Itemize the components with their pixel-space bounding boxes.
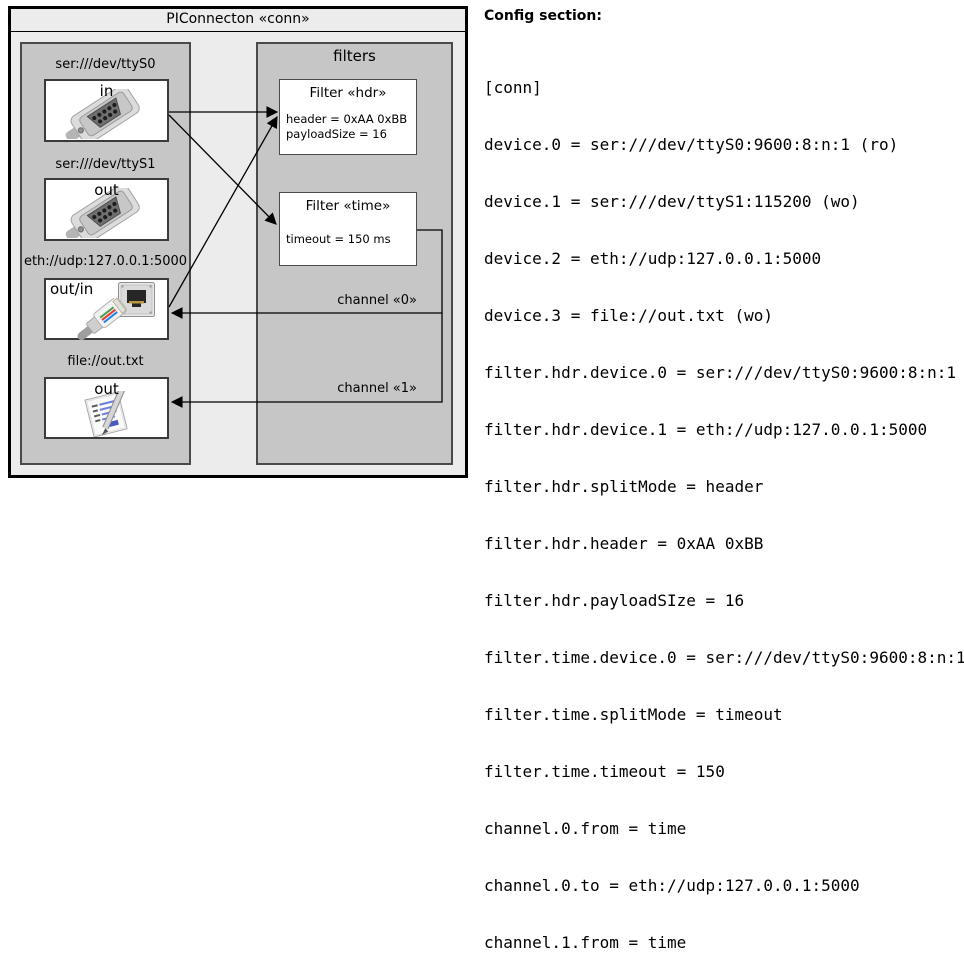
device-label-ttys1: ser:///dev/ttyS1 [55,157,156,172]
device-port-label: in [99,82,114,100]
device-box-eth: out/in [44,278,169,341]
config-text: [conn] device.0 = ser:///dev/ttyS0:9600:… [484,40,964,968]
config-line: device.0 = ser:///dev/ttyS0:9600:8:n:1 (… [484,135,899,154]
config-line: filter.hdr.payloadSIze = 16 [484,591,745,610]
notepad-pencil-icon [76,387,140,441]
config-line: filter.time.splitMode = timeout [484,705,783,724]
config-line: filter.hdr.splitMode = header [484,477,764,496]
filter-hdr-prop-header: header = 0xAA 0xBB [286,112,408,126]
device-label-file: file://out.txt [67,354,144,369]
channel-1-label: channel «1» [337,381,417,396]
serial-connector-icon [56,183,156,244]
filter-time-prop-timeout: timeout = 150 ms [286,232,391,246]
config-line: filter.time.device.0 = ser:///dev/ttyS0:… [484,648,964,667]
channel-0-label: channel «0» [337,293,417,308]
device-port-label: out/in [50,280,94,298]
filters-panel-title: filters [333,47,376,65]
config-line: [conn] [484,78,542,97]
ethernet-cable-icon [72,296,138,344]
serial-connector-icon [56,84,156,145]
devices-panel: ser:///dev/ttyS0 in [20,42,191,465]
config-line: device.2 = eth://udp:127.0.0.1:5000 [484,249,822,268]
piconnector-diagram: PIConnecton «conn» ser:///dev/ttyS0 in [8,6,468,478]
config-line: channel.0.to = eth://udp:127.0.0.1:5000 [484,876,860,895]
config-section-heading: Config section: [484,8,602,24]
device-port-label: out [94,380,119,398]
filters-panel: filters Filter «hdr» header = 0xAA 0xBB … [256,42,453,465]
device-label-ttys0: ser:///dev/ttyS0 [55,57,156,72]
config-line: filter.time.timeout = 150 [484,762,725,781]
ethernet-port-icon [118,282,155,321]
filter-hdr-box: Filter «hdr» header = 0xAA 0xBB payloadS… [279,79,417,155]
filter-hdr-prop-payloadsize: payloadSize = 16 [286,127,387,141]
config-line: channel.0.from = time [484,819,687,838]
config-line: device.3 = file://out.txt (wo) [484,306,773,325]
filter-hdr-title: Filter «hdr» [309,85,387,101]
config-line: device.1 = ser:///dev/ttyS1:115200 (wo) [484,192,860,211]
device-label-eth: eth://udp:127.0.0.1:5000 [23,254,188,269]
config-line: filter.hdr.device.0 = ser:///dev/ttyS0:9… [484,363,957,382]
device-box-ttys0: in [44,79,169,145]
config-line: filter.hdr.device.1 = eth://udp:127.0.0.… [484,420,928,439]
device-box-ttys1: out [44,178,169,244]
filter-time-title: Filter «time» [305,198,391,214]
diagram-title: PIConnecton «conn» [11,9,465,32]
filter-time-box: Filter «time» timeout = 150 ms [279,192,417,266]
device-box-file: out [44,377,169,439]
config-line: channel.1.from = time [484,933,687,952]
config-line: filter.hdr.header = 0xAA 0xBB [484,534,764,553]
device-port-label: out [94,181,119,199]
